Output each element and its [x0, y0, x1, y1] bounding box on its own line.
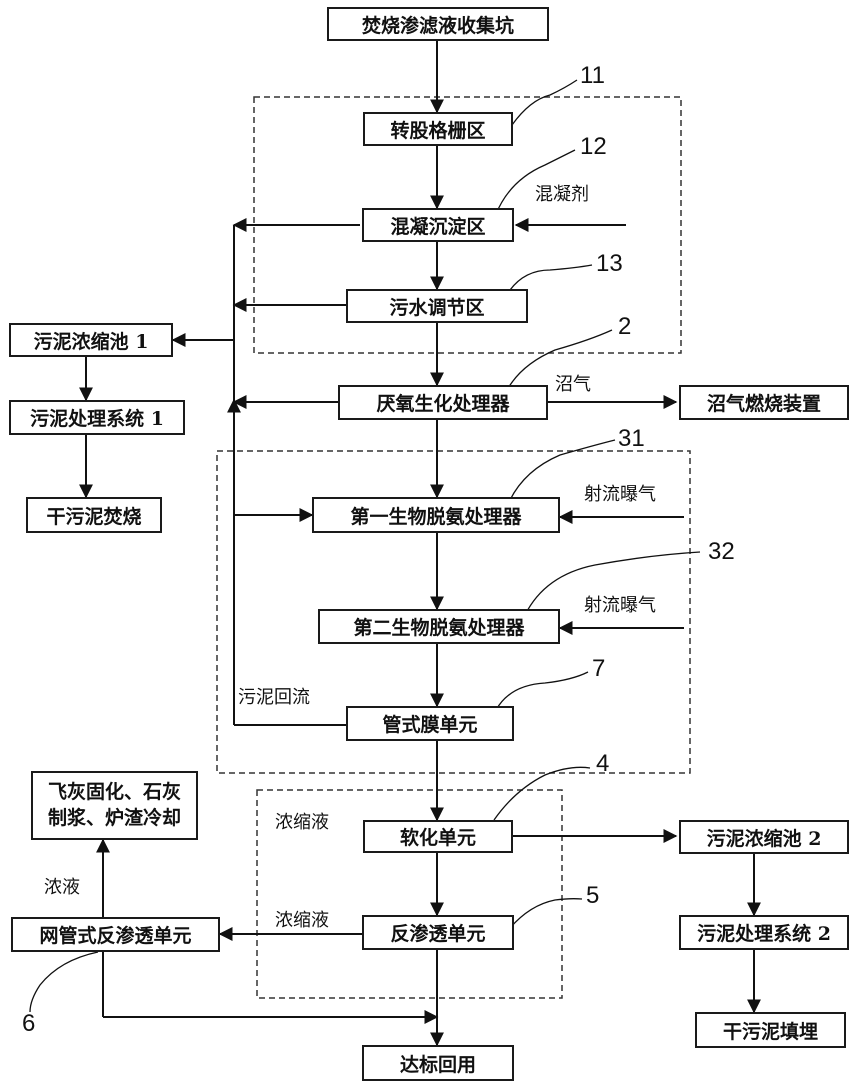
leader-7 — [495, 671, 589, 711]
pretreatment-group-frame — [253, 96, 682, 354]
leader-32 — [524, 551, 701, 616]
flyash-line1: 飞灰固化、石灰 — [47, 780, 181, 803]
leader-2 — [505, 329, 613, 393]
jet-aeration2-label: 射流曝气 — [584, 595, 656, 616]
ref-number-4: 4 — [596, 750, 610, 777]
concentrate-liquid-label: 浓液 — [44, 877, 80, 898]
denitr1-box: 第一生物脱氨处理器 — [312, 497, 560, 533]
ref-number-5: 5 — [586, 882, 600, 909]
jet-aeration1-label: 射流曝气 — [584, 484, 656, 505]
sludge-return-label: 污泥回流 — [238, 687, 310, 708]
ref-number-2: 2 — [618, 313, 632, 340]
ref-number-13: 13 — [596, 250, 623, 277]
leader-31 — [509, 439, 616, 501]
ref-number-12: 12 — [580, 133, 607, 160]
ref-number-31: 31 — [618, 425, 645, 452]
leader-6 — [29, 951, 99, 1013]
leader-5 — [509, 898, 583, 929]
dry-sludge-burn-box: 干污泥焚烧 — [26, 497, 162, 533]
leader-11 — [511, 79, 578, 126]
softening-box: 软化单元 — [363, 820, 513, 853]
concentrate1-label: 浓缩液 — [275, 812, 329, 833]
leader-13 — [509, 264, 593, 291]
sludge-thick1-box: 污泥浓缩池 1 — [9, 323, 173, 357]
collection-pit-box: 焚烧渗滤液收集坑 — [327, 7, 549, 41]
coagulant-label: 混凝剂 — [535, 184, 589, 205]
ref-number-32: 32 — [708, 538, 735, 565]
sludge-sys2-box: 污泥处理系统 2 — [679, 915, 849, 950]
sludge-sys1-box: 污泥处理系统 1 — [9, 400, 185, 435]
ref-number-11: 11 — [580, 62, 605, 89]
flyash-line2: 制浆、炉渣冷却 — [47, 806, 181, 829]
biogas-burner-box: 沼气燃烧装置 — [679, 385, 849, 420]
concentrate2-label: 浓缩液 — [275, 910, 329, 931]
dry-sludge-landfill-box: 干污泥填埋 — [695, 1012, 846, 1048]
leader-12 — [495, 149, 576, 215]
coag-settle-box: 混凝沉淀区 — [362, 208, 514, 242]
reverse-osmosis-box: 反渗透单元 — [362, 915, 514, 950]
ref-number-6: 6 — [22, 1010, 36, 1037]
tube-membrane-box: 管式膜单元 — [346, 706, 514, 741]
reuse-box: 达标回用 — [362, 1045, 514, 1081]
membrane-group-frame — [256, 789, 563, 999]
sludge-thick2-box: 污泥浓缩池 2 — [679, 820, 849, 854]
disc-tube-ro-box: 网管式反渗透单元 — [11, 917, 220, 952]
sewage-adjust-box: 污水调节区 — [346, 289, 528, 323]
rotary-grid-box: 转股格栅区 — [363, 112, 513, 146]
biological-group-frame — [216, 450, 691, 774]
denitr2-box: 第二生物脱氨处理器 — [318, 609, 560, 644]
ref-number-7: 7 — [592, 655, 606, 682]
biogas-label: 沼气 — [555, 374, 591, 395]
anaerobic-box: 厌氧生化处理器 — [338, 385, 548, 420]
flyash-box: 飞灰固化、石灰 制浆、炉渣冷却 — [31, 771, 198, 840]
leader-4 — [493, 766, 591, 821]
